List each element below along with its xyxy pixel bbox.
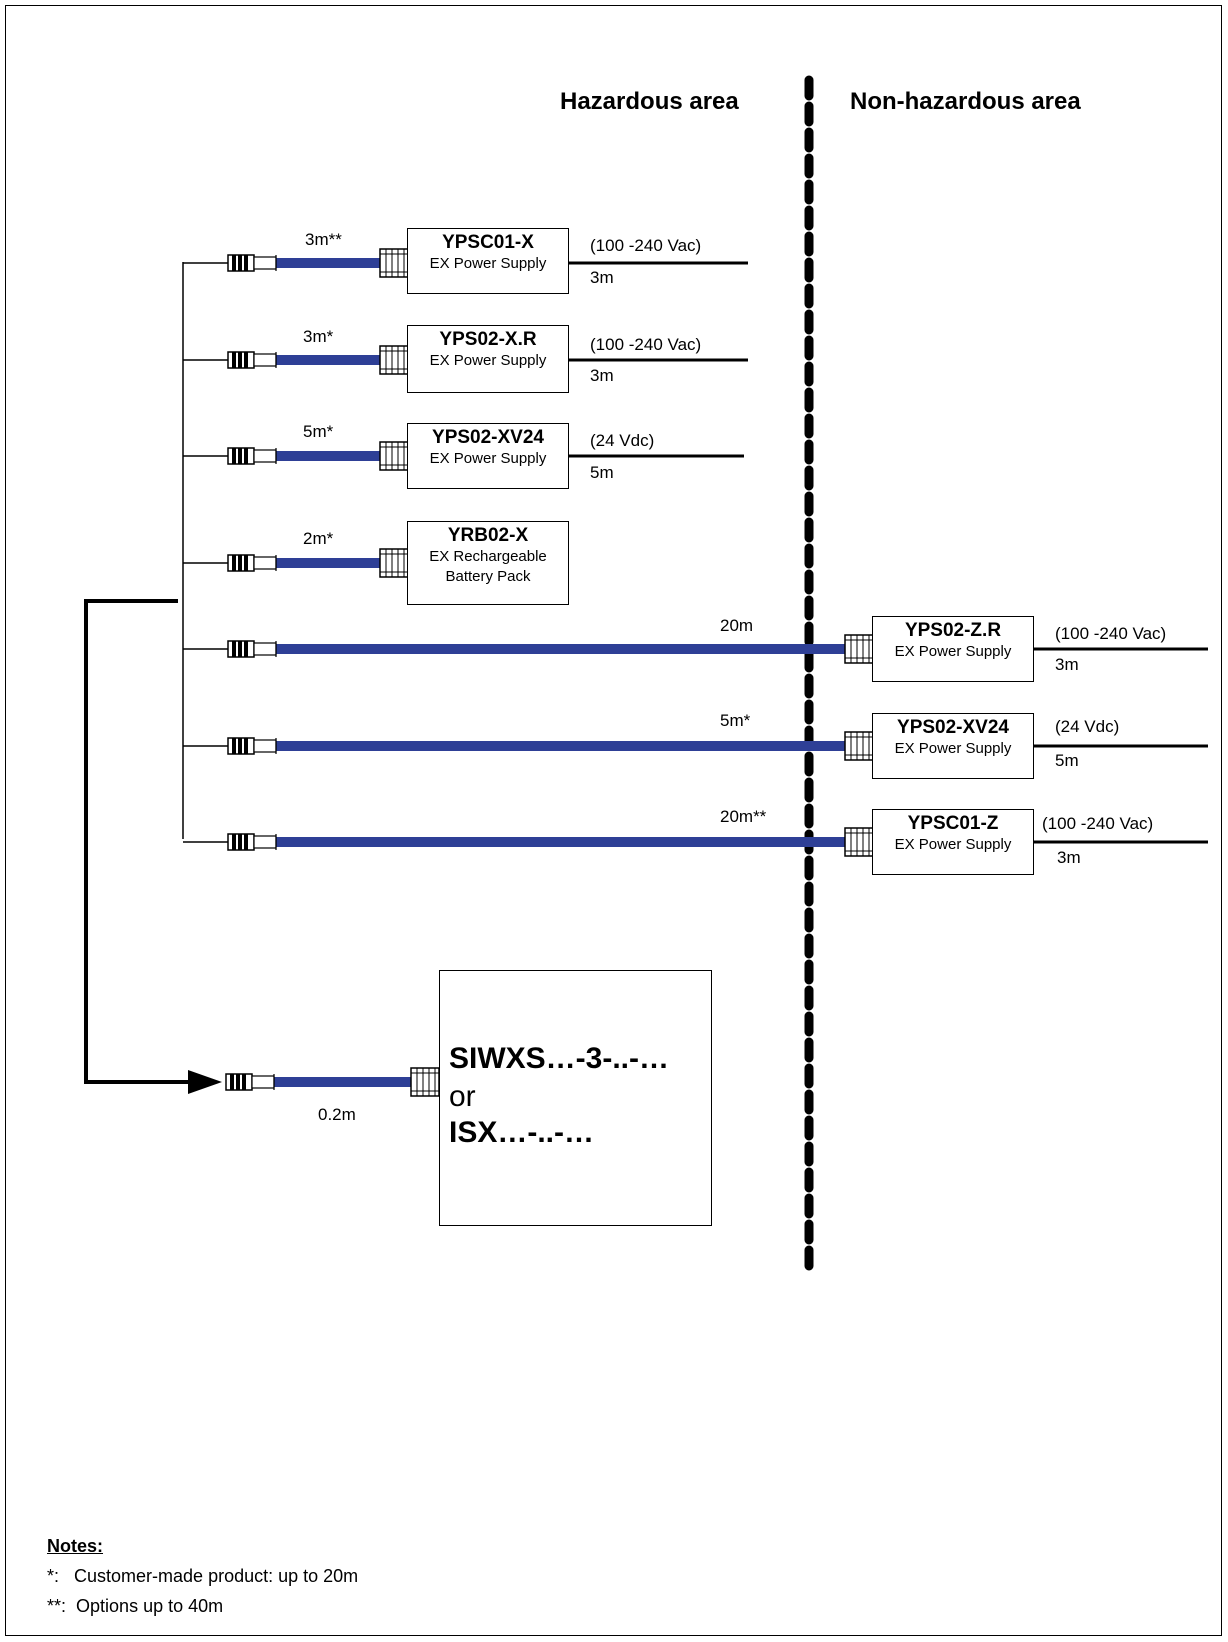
unit-description: Battery Pack xyxy=(445,568,531,585)
diagram-frame xyxy=(5,5,1222,1636)
power-supply-box: YPSC01-X EX Power Supply xyxy=(407,228,569,294)
supply-voltage-label: (24 Vdc) xyxy=(590,431,655,450)
hazardous-area-label: Hazardous area xyxy=(560,88,739,115)
note-item: **: Options up to 40m xyxy=(47,1596,223,1616)
supply-length-label: 5m xyxy=(590,463,614,482)
battery-pack-box: YRB02-X EX Rechargeable Battery Pack xyxy=(407,521,569,605)
unit-name: YPS02-XV24 xyxy=(432,427,544,448)
note-text: Customer-made product: up to 20m xyxy=(74,1566,359,1586)
plug-connector-icon xyxy=(227,737,277,755)
unit-description: EX Power Supply xyxy=(429,352,547,369)
plug-connector-icon xyxy=(227,640,277,658)
socket-connector-icon xyxy=(844,827,874,857)
device-cable-length-label: 0.2m xyxy=(318,1105,356,1124)
unit-description: EX Power Supply xyxy=(894,740,1012,757)
power-supply-box: YPS02-X.R EX Power Supply xyxy=(407,325,569,393)
socket-connector-icon xyxy=(379,248,409,278)
device-box xyxy=(439,970,712,1226)
unit-name: YPS02-X.R xyxy=(439,329,537,350)
socket-connector-icon xyxy=(410,1067,440,1097)
cable-length-label: 5m* xyxy=(720,711,751,730)
unit-name: YPSC01-X xyxy=(442,232,534,253)
cable-length-label: 5m* xyxy=(303,422,334,441)
socket-connector-icon xyxy=(379,548,409,578)
supply-length-label: 3m xyxy=(1055,655,1079,674)
supply-voltage-label: (100 -240 Vac) xyxy=(1055,624,1167,643)
power-supply-box: YPSC01-Z EX Power Supply xyxy=(872,809,1034,875)
cable-length-label: 3m* xyxy=(303,327,334,346)
note-item: *: Customer-made product: up to 20m xyxy=(47,1566,358,1586)
socket-connector-icon xyxy=(844,634,874,664)
note-mark: **: xyxy=(47,1596,67,1616)
unit-description: EX Power Supply xyxy=(429,255,547,272)
supply-length-label: 5m xyxy=(1055,751,1079,770)
socket-connector-icon xyxy=(379,345,409,375)
socket-connector-icon xyxy=(844,731,874,761)
supply-length-label: 3m xyxy=(590,366,614,385)
supply-voltage-label: (100 -240 Vac) xyxy=(590,236,702,255)
unit-name: YPS02-XV24 xyxy=(897,717,1009,738)
power-supply-box: YPS02-XV24 EX Power Supply xyxy=(407,423,569,489)
plug-connector-icon xyxy=(227,447,277,465)
cable-length-label: 20m xyxy=(720,616,754,635)
supply-voltage-label: (24 Vdc) xyxy=(1055,717,1120,736)
plug-connector-icon xyxy=(227,351,277,369)
power-supply-box: YPS02-Z.R EX Power Supply xyxy=(872,616,1034,682)
cable-length-label: 20m** xyxy=(720,807,767,826)
unit-description: EX Power Supply xyxy=(429,450,547,467)
power-supply-box: YPS02-XV24 EX Power Supply xyxy=(872,713,1034,779)
non-hazardous-area-label: Non-hazardous area xyxy=(850,88,1081,115)
unit-description: EX Rechargeable xyxy=(429,548,547,565)
plug-connector-icon xyxy=(227,833,277,851)
plug-connector-icon xyxy=(227,554,277,572)
notes-title: Notes: xyxy=(47,1536,104,1556)
note-text: Options up to 40m xyxy=(76,1596,224,1616)
unit-description: EX Power Supply xyxy=(894,643,1012,660)
unit-name: YRB02-X xyxy=(447,525,529,546)
unit-name: YPS02-Z.R xyxy=(904,620,1002,641)
plug-connector-icon xyxy=(227,254,277,272)
supply-voltage-label: (100 -240 Vac) xyxy=(1042,814,1154,833)
cable-length-label: 2m* xyxy=(303,529,334,548)
note-mark: *: xyxy=(47,1566,60,1586)
cable-length-label: 3m** xyxy=(305,230,342,249)
supply-voltage-label: (100 -240 Vac) xyxy=(590,335,702,354)
supply-length-label: 3m xyxy=(1057,848,1081,867)
supply-length-label: 3m xyxy=(590,268,614,287)
socket-connector-icon xyxy=(379,441,409,471)
plug-connector-icon xyxy=(225,1073,275,1091)
main-link-line xyxy=(84,599,198,1084)
unit-description: EX Power Supply xyxy=(894,836,1012,853)
arrow-head-icon xyxy=(188,1070,222,1094)
device-or-label: or xyxy=(449,1080,476,1113)
unit-name: YPSC01-Z xyxy=(907,813,999,834)
device-model-2: ISX…-..-… xyxy=(449,1116,595,1149)
device-model-1: SIWXS…-3-..-… xyxy=(449,1042,670,1075)
